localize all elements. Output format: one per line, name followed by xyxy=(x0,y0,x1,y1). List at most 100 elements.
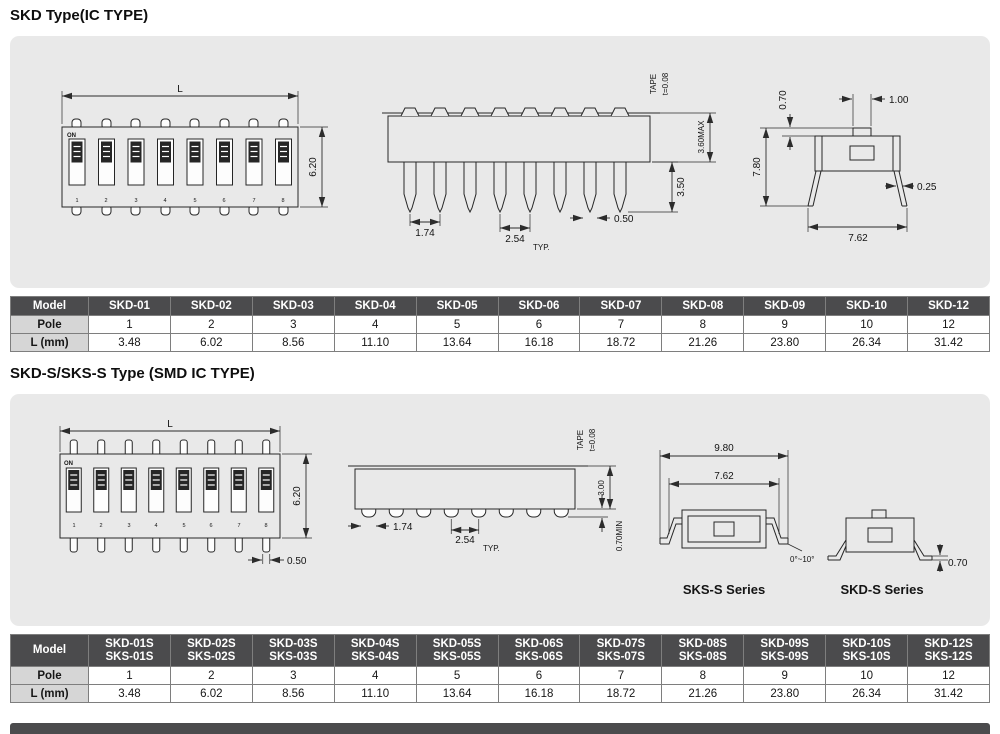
tape-label: TAPE xyxy=(576,430,585,450)
end-body xyxy=(814,135,901,172)
skds-technical-drawing: ON 1 2 3 4 5 6 7 8 L 6.20 0.5 xyxy=(59,419,968,597)
skd-s-legs xyxy=(827,539,933,561)
pole-cell: 8 xyxy=(661,315,745,334)
dim-pitch-text: 2.54 xyxy=(455,535,475,546)
pole-cell: 2 xyxy=(169,315,253,334)
dim-foot-thickness-text: 0.70 xyxy=(948,558,968,569)
switch-body xyxy=(59,453,281,539)
pole-row: Pole 1 2 3 4 5 6 7 8 9 10 12 xyxy=(10,315,990,334)
pole-row-label: Pole xyxy=(10,666,89,685)
typ-label: TYP. xyxy=(533,243,550,252)
length-cell: 6.02 xyxy=(169,684,253,703)
length-cell: 18.72 xyxy=(579,684,663,703)
end-body-detail xyxy=(849,145,875,161)
length-row: L (mm) 3.48 6.02 8.56 11.10 13.64 16.18 … xyxy=(10,333,990,352)
tape-callout: TAPE t=0.08 xyxy=(649,72,670,95)
length-cell: 21.26 xyxy=(661,684,745,703)
length-cell: 31.42 xyxy=(907,333,990,352)
model-sks-name: SKS-10S xyxy=(842,650,891,663)
dim-actuator-width: 1.00 xyxy=(839,94,909,126)
length-cell: 11.10 xyxy=(333,684,417,703)
dim-L-text: L xyxy=(167,419,173,430)
dim-lead-width: 0.50 xyxy=(248,554,307,567)
skd-side-view: 1.74 2.54 TYP. 0.50 3.50 3.60MAX TAPE xyxy=(382,72,716,252)
sks-series-label: SKS-S Series xyxy=(683,582,765,597)
length-cell: 18.72 xyxy=(579,333,663,352)
dim-span-text: 7.62 xyxy=(714,471,734,482)
next-table-header-partial xyxy=(10,723,990,734)
position-number: 6 xyxy=(209,523,212,529)
position-number: 4 xyxy=(163,198,166,204)
length-cell: 26.34 xyxy=(825,684,909,703)
length-cell: 6.02 xyxy=(169,333,253,352)
dim-actuator-height-text: 0.70 xyxy=(778,90,789,110)
model-cell: SKD-07 xyxy=(579,296,663,316)
position-number: 3 xyxy=(127,523,130,529)
model-skd-name: SKD-09S xyxy=(760,637,809,650)
skd-s-body xyxy=(845,517,915,553)
sks-s-package-view: 9.80 7.62 0°~10° SKS-S Series xyxy=(659,443,814,597)
dim-L: L xyxy=(61,84,299,124)
skds-side-view: 1.74 2.54 TYP. 3.00 TAPE t=0.08 0.70MIN xyxy=(348,428,624,553)
pole-row-label: Pole xyxy=(10,315,89,334)
dim-body-width-text: 6.20 xyxy=(308,157,319,177)
model-skd-name: SKD-04S xyxy=(350,637,400,650)
pole-cell: 4 xyxy=(333,315,417,334)
model-cell: SKD-02 xyxy=(169,296,253,316)
position-number: 2 xyxy=(99,523,102,529)
model-sks-name: SKS-06S xyxy=(515,650,563,663)
skd-end-view: 0.70 1.00 7.80 0.25 7.62 xyxy=(752,90,937,244)
model-cell: SKD-08 xyxy=(661,296,745,316)
dim-overall-width-text: 9.80 xyxy=(714,443,734,454)
dim-foot-thickness: 0.70 xyxy=(932,544,968,572)
dim-overall-width: 9.80 xyxy=(659,443,789,542)
sks-body-inner xyxy=(687,515,761,543)
length-cell: 23.80 xyxy=(743,684,827,703)
skds-top-view: ON 1 2 3 4 5 6 7 8 L 6.20 0.5 xyxy=(59,419,312,567)
pole-cell: 12 xyxy=(907,666,990,685)
pole-cell: 7 xyxy=(579,315,663,334)
dim-actuator-width-text: 1.00 xyxy=(889,95,909,106)
skd-drawings-panel: ON 1 2 3 4 5 6 7 8 L 6.20 xyxy=(10,36,990,288)
on-label: ON xyxy=(67,133,76,139)
end-legs xyxy=(807,170,908,207)
dim-body-width: 6.20 xyxy=(282,453,312,539)
pole-cell: 2 xyxy=(169,666,253,685)
section2-title: SKD-S/SKS-S Type (SMD IC TYPE) xyxy=(10,365,255,382)
position-number: 8 xyxy=(264,523,267,529)
pole-cell: 3 xyxy=(251,315,335,334)
dim-body-width: 6.20 xyxy=(300,126,328,208)
pin-array-side xyxy=(403,162,627,214)
dim-body-height-text: 3.00 xyxy=(597,480,606,496)
model-skd-name: SKD-10S xyxy=(842,637,891,650)
position-number: 1 xyxy=(75,198,78,204)
model-cell: SKD-06 xyxy=(497,296,581,316)
model-skd-name: SKD-02S xyxy=(187,637,236,650)
model-skd-name: SKD-05S xyxy=(432,637,482,650)
position-number: 5 xyxy=(193,198,196,204)
position-number: 1 xyxy=(72,523,75,529)
skd-s-series-label: SKD-S Series xyxy=(840,582,923,597)
dim-angle-text: 0°~10° xyxy=(790,555,814,564)
side-body xyxy=(354,468,576,510)
typ-label: TYP. xyxy=(483,544,500,553)
skd-s-package-view: 0.70 SKD-S Series xyxy=(827,509,968,597)
dim-pitch: 2.54 TYP. xyxy=(450,519,500,553)
pole-cell: 8 xyxy=(661,666,745,685)
dim-body-height: 3.00 xyxy=(577,465,616,510)
dim-lead-a: 1.74 xyxy=(348,522,413,533)
length-cell: 21.26 xyxy=(661,333,745,352)
model-cell: SKD-09 xyxy=(743,296,827,316)
dim-row-span-text: 7.62 xyxy=(848,233,868,244)
skd-top-view: ON 1 2 3 4 5 6 7 8 L 6.20 xyxy=(61,84,328,216)
length-cell: 8.56 xyxy=(251,333,335,352)
model-sks-name: SKS-02S xyxy=(187,650,236,663)
sks-gullwing-legs xyxy=(659,517,789,545)
model-skd-name: SKD-12S xyxy=(924,637,973,650)
sks-body-detail xyxy=(713,521,735,537)
